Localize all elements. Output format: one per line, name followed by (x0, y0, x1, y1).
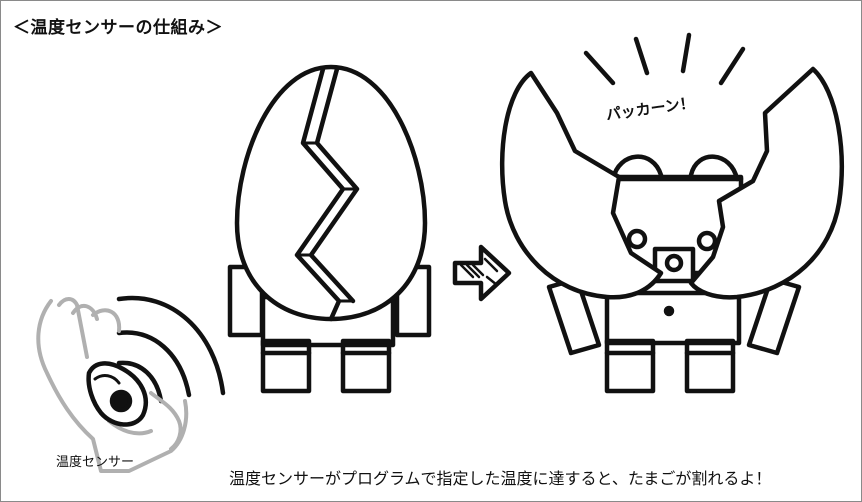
robot-left-foot (263, 341, 309, 391)
robot-right-foot-open (687, 341, 733, 391)
robot-button (666, 308, 672, 314)
burst-line (721, 49, 743, 83)
robot-body-open (607, 293, 739, 343)
closed-egg-robot (230, 67, 429, 391)
explanation-caption: 温度センサーがプログラムで指定した温度に達すると、たまごが割れるよ！ (229, 465, 771, 489)
hand-with-sensor (38, 298, 223, 471)
burst-line (636, 39, 647, 73)
diagram-title: ＜温度センサーの仕組み＞ (13, 13, 223, 38)
transition-arrow (455, 247, 509, 299)
robot-right-foot (343, 341, 389, 391)
burst-line (683, 35, 689, 71)
closed-egg (237, 67, 425, 319)
sensor-lens (112, 392, 130, 410)
burst-line (586, 53, 613, 83)
robot-left-foot-open (607, 341, 653, 391)
opened-egg-robot (502, 35, 842, 391)
sensor-label: 温度センサー (56, 451, 134, 470)
